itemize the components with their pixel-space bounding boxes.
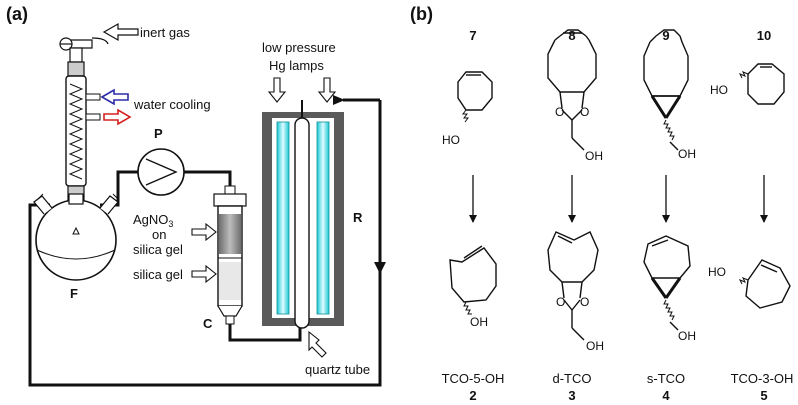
flask-label: F — [70, 286, 78, 301]
reactor — [262, 100, 344, 329]
inert-gas-inlet — [59, 22, 139, 51]
structure-9-oh: OH — [678, 147, 696, 161]
reactor-in-arrowhead — [333, 95, 345, 105]
structure-10 — [738, 63, 785, 105]
flask — [33, 193, 120, 281]
structure-7-oh: HO — [442, 133, 460, 147]
product-4-oh: OH — [678, 329, 696, 343]
reactor-label: R — [353, 210, 363, 225]
agno3-label: AgNO3 — [133, 212, 173, 229]
structure-8-o-left: O — [555, 105, 564, 119]
quartz-tube-label: quartz tube — [305, 362, 370, 377]
pump — [137, 148, 185, 196]
compound-number-top: 8 — [568, 28, 575, 43]
compound-number-top: 9 — [662, 28, 669, 43]
panel-b-label: (b) — [410, 4, 433, 24]
water-out-arrow — [103, 108, 132, 126]
structure-8-oh: OH — [585, 149, 603, 163]
product-2-oh: OH — [470, 315, 488, 329]
compound-number-bottom: 4 — [662, 388, 670, 403]
lamps-label-line1: low pressure — [262, 40, 336, 55]
product-4 — [643, 235, 691, 331]
return-arrowhead — [374, 262, 386, 274]
pump-label: P — [154, 126, 163, 141]
water-in-arrow — [100, 88, 129, 106]
compound-number-bottom: 2 — [469, 388, 476, 403]
product-3-o-left: O — [556, 295, 565, 309]
structure-8 — [547, 29, 597, 151]
product-2 — [449, 245, 497, 315]
product-5 — [738, 259, 791, 309]
compound-number-bottom: 5 — [760, 388, 767, 403]
panel-a-label: (a) — [6, 4, 28, 24]
structure-10-oh: HO — [710, 83, 728, 97]
product-5-oh: HO — [708, 265, 726, 279]
quartz-tube-arrow — [308, 330, 327, 358]
compound-name: TCO-3-OH — [731, 371, 794, 386]
on-label: on — [152, 227, 166, 242]
product-3-o-right: O — [580, 295, 589, 309]
compound-number-bottom: 3 — [568, 388, 575, 403]
column-label: C — [203, 316, 213, 331]
condenser — [65, 47, 101, 201]
lamps-label-line2: Hg lamps — [269, 58, 324, 73]
silica-gel-label-1: silica gel — [133, 242, 183, 257]
structure-8-o-right: O — [580, 105, 589, 119]
compound-number-top: 10 — [757, 28, 771, 43]
product-3 — [547, 231, 599, 341]
structure-9 — [643, 29, 689, 151]
lamp-arrow-left — [267, 77, 287, 103]
column — [213, 185, 247, 325]
lamp-arrow-right — [317, 77, 337, 103]
compound-name: d-TCO — [553, 371, 592, 386]
reaction-arrows — [469, 175, 768, 223]
compound-name: TCO-5-OH — [442, 371, 505, 386]
structure-7 — [457, 71, 493, 123]
silica-gel-label-2: silica gel — [133, 267, 183, 282]
water-cooling-label: water cooling — [133, 97, 211, 112]
inert-gas-label: inert gas — [140, 25, 190, 40]
compound-number-top: 7 — [469, 28, 476, 43]
compound-name: s-TCO — [647, 371, 685, 386]
product-3-oh: OH — [586, 339, 604, 353]
agno3-arrow — [191, 222, 217, 242]
silica-gel-arrow — [191, 264, 217, 284]
